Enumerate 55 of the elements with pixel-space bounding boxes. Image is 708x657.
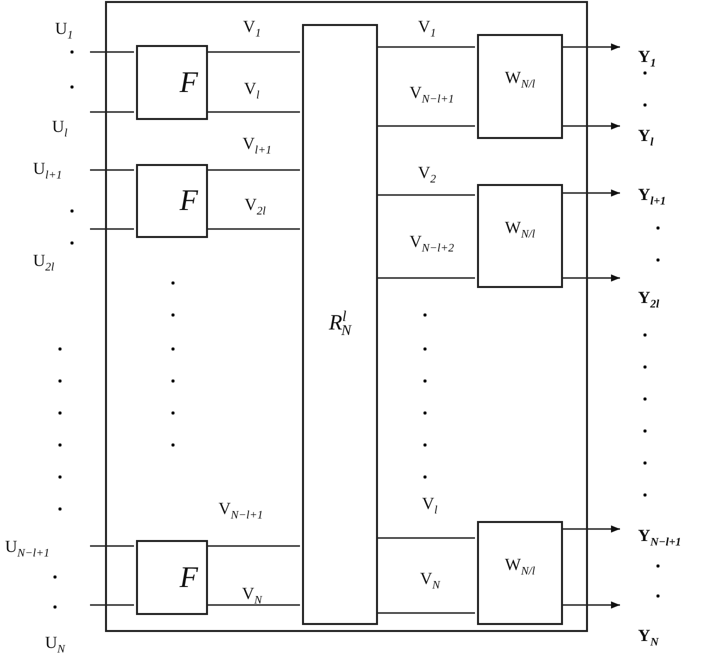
transform-block: W$_{N/l}$	[477, 34, 563, 139]
input-signal-label: U$_{N}$	[45, 634, 65, 655]
transform-block: W$_{N/l}$	[477, 521, 563, 625]
input-signal-label: U$_{2l}$	[33, 252, 54, 273]
signal-label: V$_{l+1}$	[242, 134, 272, 156]
signal-arrow	[561, 189, 620, 197]
input-signal-label: U$_{l}$	[52, 118, 68, 139]
signal-line	[376, 125, 475, 127]
signal-label: V$_{N}$	[242, 584, 262, 606]
input-signal-label: U$_{N−l+1}$	[5, 538, 50, 559]
output-signal-label: Y$_{N−l+1}$	[620, 520, 706, 548]
function-block: F	[136, 45, 208, 120]
signal-line	[376, 537, 475, 539]
system-frame	[105, 1, 588, 632]
signal-line	[90, 545, 134, 547]
output-signal-label: Y$_{2l}$	[620, 270, 706, 310]
signal-line	[376, 612, 475, 614]
function-block: F	[136, 540, 208, 615]
signal-line	[376, 194, 475, 196]
output-signal-label: Y$_{l}$	[620, 118, 706, 148]
signal-line	[90, 228, 134, 230]
signal-line	[206, 604, 300, 606]
signal-arrow	[561, 274, 620, 282]
signal-line	[376, 277, 475, 279]
input-signal-label: U$_{1}$	[55, 20, 74, 41]
signal-arrow	[561, 525, 620, 533]
signal-line	[90, 169, 134, 171]
signal-arrow	[561, 122, 620, 130]
transform-block: W$_{N/l}$	[477, 184, 563, 288]
signal-line	[376, 46, 475, 48]
signal-line	[206, 228, 300, 230]
signal-label: V$_{N}$	[420, 570, 440, 590]
signal-label: V$_{N−l+2}$	[410, 232, 454, 254]
signal-line	[206, 169, 300, 171]
input-signal-label: U$_{l+1}$	[33, 160, 62, 181]
signal-label: V$_{N−l+1}$	[218, 500, 264, 520]
signal-line	[206, 111, 300, 113]
signal-arrow	[561, 601, 620, 609]
function-block: F	[136, 164, 208, 238]
signal-label: V$_{1}$	[418, 18, 436, 38]
signal-label: V$_{1}$	[243, 18, 262, 38]
signal-arrow	[561, 43, 620, 51]
signal-line	[206, 51, 300, 53]
signal-label: V$_{N−l+1}$	[410, 84, 454, 104]
signal-label: V$_{l}$	[244, 80, 260, 100]
signal-label: V$_{l}$	[422, 494, 438, 516]
signal-label: V$_{2l}$	[244, 196, 266, 216]
signal-line	[90, 111, 134, 113]
output-signal-label: Y$_{l+1}$	[620, 183, 706, 207]
signal-line	[90, 604, 134, 606]
output-signal-label: Y$_{N}$	[620, 598, 706, 648]
signal-line	[90, 51, 134, 53]
signal-line	[206, 545, 300, 547]
output-signal-label: Y$_{1}$	[620, 36, 706, 69]
signal-label: V$_{2}$	[418, 164, 436, 184]
